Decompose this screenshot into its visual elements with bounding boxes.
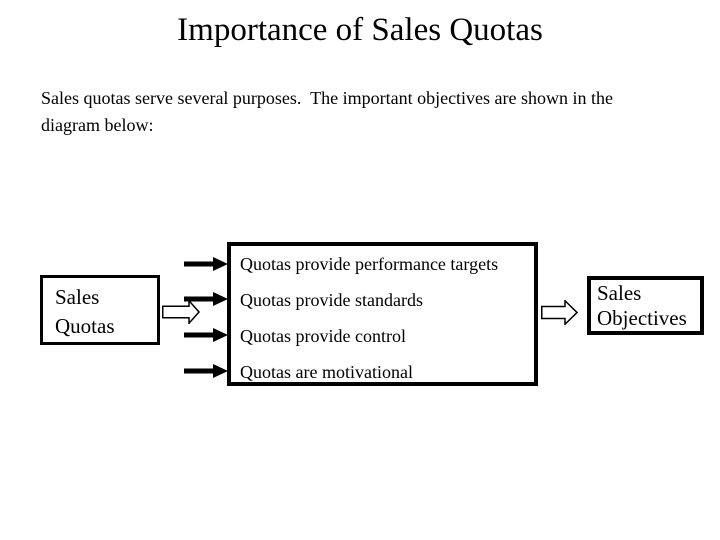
purpose-item-motivational: Quotas are motivational: [240, 362, 413, 382]
solid-arrow-right-icon: [184, 328, 228, 342]
quota-purposes-box: Quotas provide performance targets Quota…: [227, 242, 538, 386]
intro-paragraph: Sales quotas serve several purposes. The…: [41, 85, 613, 139]
intro-line-1: Sales quotas serve several purposes. The…: [41, 88, 614, 108]
sales-objectives-label-line-1: Sales: [597, 281, 642, 305]
purpose-item-control: Quotas provide control: [240, 326, 406, 346]
sales-objectives-label-line-2: Objectives: [597, 306, 687, 330]
sales-quotas-label-line-1: Sales: [55, 285, 100, 309]
slide-title: Importance of Sales Quotas: [177, 12, 543, 48]
block-arrow-right-icon: [541, 300, 578, 325]
sales-objectives-box: Sales Objectives: [587, 276, 704, 335]
solid-arrow-right-icon: [184, 292, 228, 306]
sales-quotas-label-line-2: Quotas: [55, 314, 115, 338]
sales-quotas-box: Sales Quotas: [40, 275, 160, 345]
solid-arrow-right-icon: [184, 364, 228, 378]
block-arrow-right-icon: [162, 300, 200, 324]
purpose-item-performance-targets: Quotas provide performance targets: [240, 254, 499, 274]
purpose-item-standards: Quotas provide standards: [240, 290, 423, 310]
intro-line-2: diagram below:: [41, 115, 154, 135]
solid-arrow-right-icon: [184, 257, 228, 271]
